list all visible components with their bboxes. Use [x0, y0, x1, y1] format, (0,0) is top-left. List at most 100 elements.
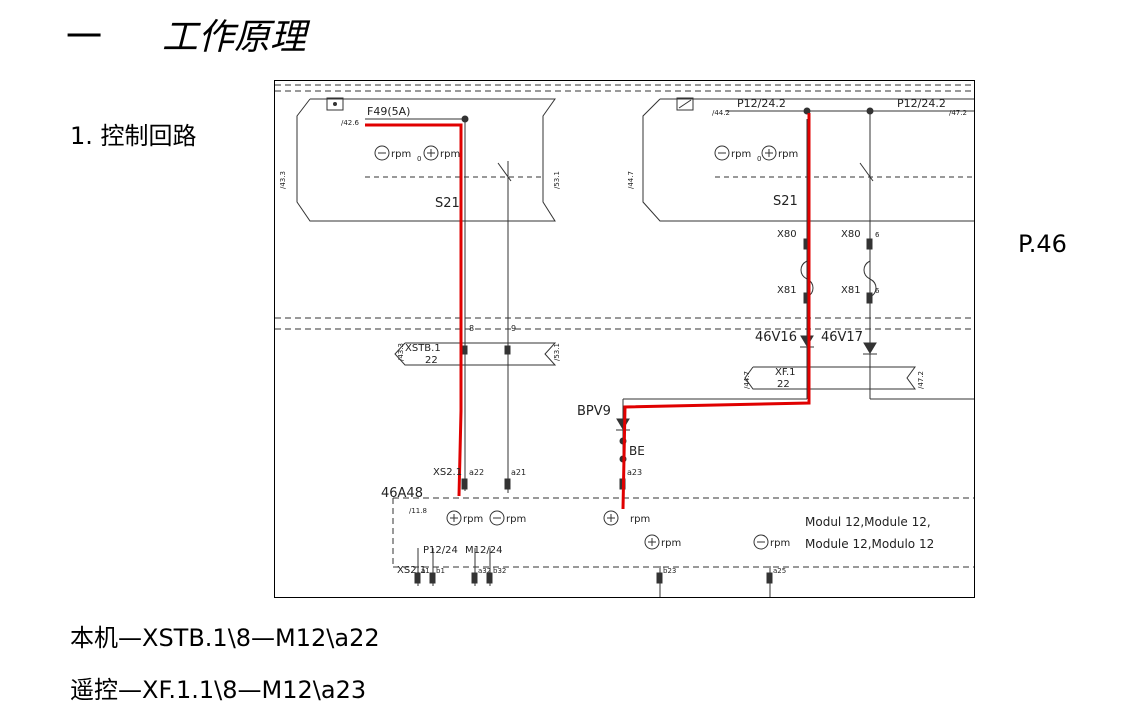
- minus-rpm-symbol-mod4: [753, 534, 769, 550]
- terminal-a1: [414, 572, 421, 584]
- circuit-diagram: F49(5A) /42.6 P12/24.2 /44.2 P12/24.2 /4…: [274, 80, 975, 598]
- relay-box-marker-right: [676, 97, 694, 111]
- rpm-label-left-minus: rpm: [391, 149, 411, 160]
- ref-531-mid: /53.1: [553, 343, 561, 361]
- x80-label-right: X80: [841, 229, 861, 240]
- switch-box-right: [642, 98, 974, 222]
- terminal-x81-6: [866, 292, 873, 304]
- fuse-ref: /42.6: [341, 119, 359, 127]
- terminal-a25: [766, 572, 773, 584]
- p12-24-label: P12/24: [423, 545, 458, 556]
- xstb-label: XSTB.1: [405, 343, 441, 354]
- diode-46v16-label: 46V16: [755, 330, 797, 345]
- p12-label-right: P12/24.2: [897, 97, 946, 110]
- xstb-22-label: 22: [425, 355, 438, 366]
- x80-label-left: X80: [777, 229, 797, 240]
- rpm-zero-left: 0: [417, 155, 421, 163]
- ref-531-top: /53.1: [553, 171, 561, 189]
- rpm-label-right-minus: rpm: [731, 149, 751, 160]
- junction-fuse: [461, 115, 469, 123]
- rpm-label-right-plus: rpm: [778, 149, 798, 160]
- ref-433-top: /43.3: [279, 171, 287, 189]
- red-path-remote: [621, 113, 811, 510]
- junction-p12-right: [866, 107, 874, 115]
- rpm-mod1-plus: rpm: [463, 514, 483, 525]
- pin-b1-label: b1: [436, 567, 445, 575]
- a21-label: a21: [511, 468, 526, 477]
- ref-447-top: /44.7: [627, 171, 635, 189]
- xstb-8-label: 8: [469, 324, 474, 333]
- rpm-mod2-plus: rpm: [630, 514, 650, 525]
- pin-a1-label: a1: [421, 567, 430, 575]
- section-heading: 一 工作原理: [66, 8, 306, 60]
- minus-rpm-symbol-left: [374, 145, 390, 161]
- relay-box-slash: [678, 99, 692, 109]
- xstb-9-label: 9: [511, 324, 516, 333]
- diode-46v17-label: 46V17: [821, 330, 863, 345]
- relay-box-dot: [333, 102, 337, 106]
- ref-433-mid: /43.3: [397, 343, 405, 361]
- fuse-loop-left: [800, 260, 814, 298]
- circuit-svg: F49(5A) /42.6 P12/24.2 /44.2 P12/24.2 /4…: [275, 84, 974, 597]
- diode-46v16: [800, 335, 814, 347]
- terminal-a21: [504, 478, 511, 490]
- m12-24-label: M12/24: [465, 545, 502, 556]
- ref-472-mid: /47.2: [917, 371, 925, 389]
- xs2-label: XS2.1: [433, 467, 462, 478]
- modul-text-line2: Module 12,Modulo 12: [805, 537, 934, 551]
- x80-pin6: 6: [875, 231, 880, 239]
- plus-rpm-symbol-right: [761, 145, 777, 161]
- relay-box-marker: [326, 97, 344, 111]
- module-label: 46A48: [381, 486, 423, 501]
- rpm-mod4-minus: rpm: [770, 538, 790, 549]
- rpm-mod1-minus: rpm: [506, 514, 526, 525]
- page-reference: P.46: [1018, 230, 1067, 258]
- switch-label-right: S21: [773, 194, 798, 209]
- xf-connector-box: [744, 366, 916, 390]
- terminal-x80-6: [866, 238, 873, 250]
- a22-label: a22: [469, 468, 484, 477]
- rpm-mod3-plus: rpm: [661, 538, 681, 549]
- rpm-label-left-plus: rpm: [440, 149, 460, 160]
- ref-447-mid: /44.7: [743, 371, 751, 389]
- x81-label-right: X81: [841, 285, 861, 296]
- minus-rpm-symbol-mod1: [489, 510, 505, 526]
- terminal-b32: [486, 572, 493, 584]
- plus-rpm-symbol-mod3: [644, 534, 660, 550]
- switch-label-left: S21: [435, 196, 460, 211]
- pin-a32-label: a32: [478, 567, 491, 575]
- section-number: 一: [66, 17, 103, 58]
- plus-rpm-symbol-left: [423, 145, 439, 161]
- diode-bpv9: [616, 418, 630, 430]
- switch-contact-left: [497, 162, 512, 182]
- p12-label-left: P12/24.2: [737, 97, 786, 110]
- terminal-b23: [656, 572, 663, 584]
- local-control-note: 本机—XSTB.1\8—M12\a22: [70, 624, 380, 652]
- xf-label: XF.1: [775, 367, 796, 378]
- section-title: 工作原理: [162, 17, 307, 58]
- module-ref: /11.8: [409, 507, 427, 515]
- xs2-bottom-label: XS2.1: [397, 565, 426, 576]
- plus-rpm-symbol-mod2: [603, 510, 619, 526]
- junction-p12-left: [803, 107, 811, 115]
- fuse-label: F49(5A): [367, 105, 410, 118]
- terminal-xstb-8: [461, 345, 468, 355]
- modul-text-line1: Modul 12,Module 12,: [805, 515, 931, 529]
- x81-label-left: X81: [777, 285, 797, 296]
- highlighted-control-path: [365, 113, 811, 510]
- minus-rpm-symbol-right: [714, 145, 730, 161]
- a23-label: a23: [627, 468, 642, 477]
- bpv9-label: BPV9: [577, 404, 611, 419]
- pin-b32-label: b32: [493, 567, 506, 575]
- red-path-local: [365, 123, 463, 497]
- rpm-zero-right: 0: [757, 155, 761, 163]
- pin-b23-label: b23: [663, 567, 676, 575]
- subsection-title: 1. 控制回路: [70, 122, 197, 150]
- x81-pin6: 6: [875, 287, 880, 295]
- xf-22-label: 22: [777, 379, 790, 390]
- be-label: BE: [629, 444, 645, 458]
- pin-a25-label: a25: [773, 567, 786, 575]
- switch-box-left: [296, 98, 556, 222]
- remote-control-note: 遥控—XF.1.1\8—M12\a23: [70, 676, 367, 704]
- p12-ref-right: /47.2: [949, 109, 967, 117]
